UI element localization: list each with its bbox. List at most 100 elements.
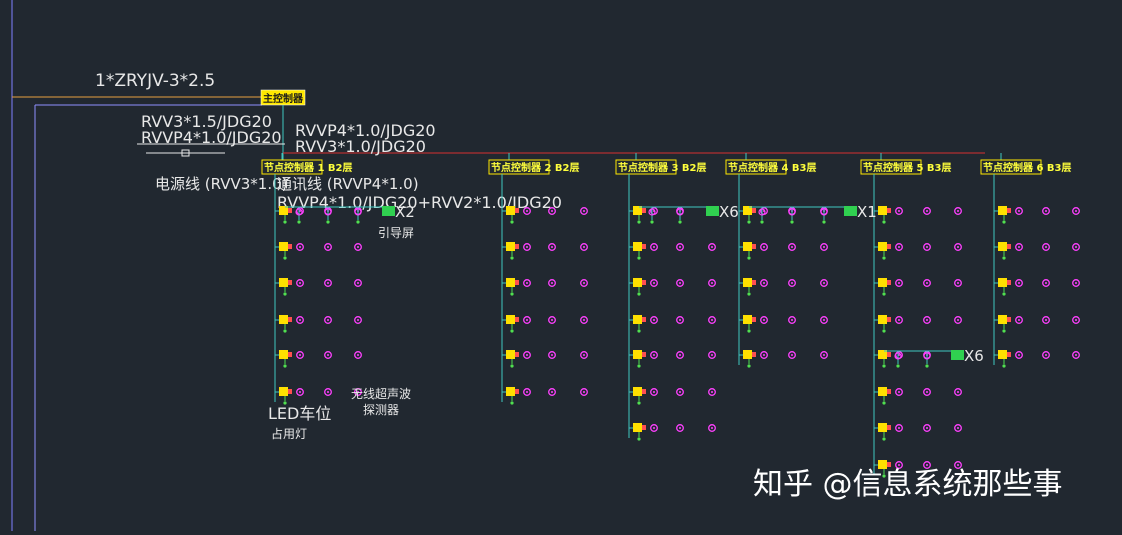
ultrasonic-detector	[354, 243, 362, 251]
ultrasonic-detector	[760, 351, 768, 359]
led-indicator	[887, 462, 891, 467]
ultrasonic-detector-dot	[898, 210, 900, 212]
comm-line-label: 通讯线 (RVVP4*1.0)	[277, 175, 419, 193]
ultrasonic-detector	[580, 279, 588, 287]
ultrasonic-detector	[1015, 279, 1023, 287]
led-occupancy-light	[743, 315, 752, 324]
ultrasonic-detector	[650, 388, 658, 396]
ultrasonic-detector-dot	[551, 210, 553, 212]
led-occupancy-light	[878, 387, 887, 396]
ultrasonic-detector	[760, 243, 768, 251]
ultrasonic-detector-dot	[763, 246, 765, 248]
ultrasonic-detector	[708, 243, 716, 251]
legend-sensor-line1: 无线超声波	[351, 386, 411, 401]
led-stem-dot	[882, 401, 886, 405]
ultrasonic-detector	[676, 243, 684, 251]
ultrasonic-detector	[820, 316, 828, 324]
led-indicator	[752, 208, 756, 213]
ultrasonic-detector-dot	[551, 391, 553, 393]
ultrasonic-detector-dot	[1045, 210, 1047, 212]
node-controller-label-5: 节点控制器 5 B3层	[863, 161, 952, 174]
ultrasonic-detector	[895, 243, 903, 251]
ultrasonic-detector	[1072, 207, 1080, 215]
ultrasonic-detector-dot	[653, 427, 655, 429]
led-stem-dot	[510, 220, 514, 224]
ultrasonic-detector-dot	[327, 319, 329, 321]
ultrasonic-detector	[954, 388, 962, 396]
ultrasonic-detector-dot	[898, 427, 900, 429]
ultrasonic-detector-dot	[898, 391, 900, 393]
ultrasonic-detector-dot	[526, 354, 528, 356]
ultrasonic-detector	[354, 279, 362, 287]
ultrasonic-detector-dot	[791, 354, 793, 356]
led-stem-dot	[747, 329, 751, 333]
screen-detector	[648, 208, 656, 216]
led-occupancy-light	[633, 423, 642, 432]
screen-detector	[758, 208, 766, 216]
led-indicator	[887, 425, 891, 430]
ultrasonic-detector	[650, 243, 658, 251]
led-indicator	[288, 208, 292, 213]
cable-bus-1: RVVP4*1.0/JDG20	[295, 121, 436, 140]
ultrasonic-detector-dot	[299, 246, 301, 248]
ultrasonic-detector	[708, 388, 716, 396]
led-occupancy-light	[506, 387, 515, 396]
led-stem-dot	[637, 329, 641, 333]
screen-detector	[788, 208, 796, 216]
ultrasonic-detector-dot	[823, 246, 825, 248]
node-controller-label-6: 节点控制器 6 B3层	[983, 161, 1072, 174]
ultrasonic-detector	[708, 351, 716, 359]
ultrasonic-detector-dot	[957, 282, 959, 284]
ultrasonic-detector-dot	[926, 391, 928, 393]
ultrasonic-detector	[296, 351, 304, 359]
ultrasonic-detector	[676, 351, 684, 359]
ultrasonic-detector-dot	[653, 246, 655, 248]
ultrasonic-detector	[548, 351, 556, 359]
ultrasonic-detector-dot	[526, 391, 528, 393]
watermark: 知乎 @信息系统那些事	[753, 467, 1063, 502]
screen-detector	[820, 208, 828, 216]
led-stem-dot	[283, 401, 287, 405]
ultrasonic-detector-dot	[1045, 319, 1047, 321]
ultrasonic-detector	[523, 388, 531, 396]
ultrasonic-detector-dot	[763, 282, 765, 284]
ultrasonic-detector-dot	[583, 246, 585, 248]
led-occupancy-light	[633, 278, 642, 287]
led-occupancy-light	[279, 315, 288, 324]
ultrasonic-detector-dot	[327, 246, 329, 248]
ultrasonic-detector	[296, 279, 304, 287]
ultrasonic-detector	[523, 316, 531, 324]
ultrasonic-detector	[296, 316, 304, 324]
led-occupancy-light	[743, 206, 752, 215]
ultrasonic-detector	[895, 207, 903, 215]
cable-power-left-2: RVVP4*1.0/JDG20	[141, 128, 282, 147]
ultrasonic-detector-dot	[583, 210, 585, 212]
ultrasonic-detector	[923, 279, 931, 287]
ultrasonic-detector-dot	[711, 319, 713, 321]
ultrasonic-detector-dot	[957, 391, 959, 393]
led-occupancy-light	[878, 350, 887, 359]
ultrasonic-detector	[548, 243, 556, 251]
led-indicator	[1007, 208, 1011, 213]
ultrasonic-detector	[954, 207, 962, 215]
led-occupancy-light	[633, 242, 642, 251]
node-controller-box-6	[980, 159, 1042, 175]
led-occupancy-light	[506, 350, 515, 359]
ultrasonic-detector-dot	[327, 282, 329, 284]
led-indicator	[642, 425, 646, 430]
led-stem-dot	[637, 256, 641, 260]
ultrasonic-detector-dot	[926, 464, 928, 466]
main-cable-label: 1*ZRYJV-3*2.5	[95, 71, 215, 91]
ultrasonic-detector-dot	[823, 282, 825, 284]
led-stem-dot	[882, 220, 886, 224]
led-indicator	[887, 352, 891, 357]
screen-detector	[295, 208, 303, 216]
ultrasonic-detector-dot	[551, 319, 553, 321]
ultrasonic-detector-dot	[823, 319, 825, 321]
ultrasonic-detector	[548, 279, 556, 287]
led-indicator	[515, 352, 519, 357]
guide-screen-multiplier-3: X1	[857, 203, 877, 221]
ultrasonic-detector-dot	[957, 246, 959, 248]
ultrasonic-detector-dot	[357, 391, 359, 393]
